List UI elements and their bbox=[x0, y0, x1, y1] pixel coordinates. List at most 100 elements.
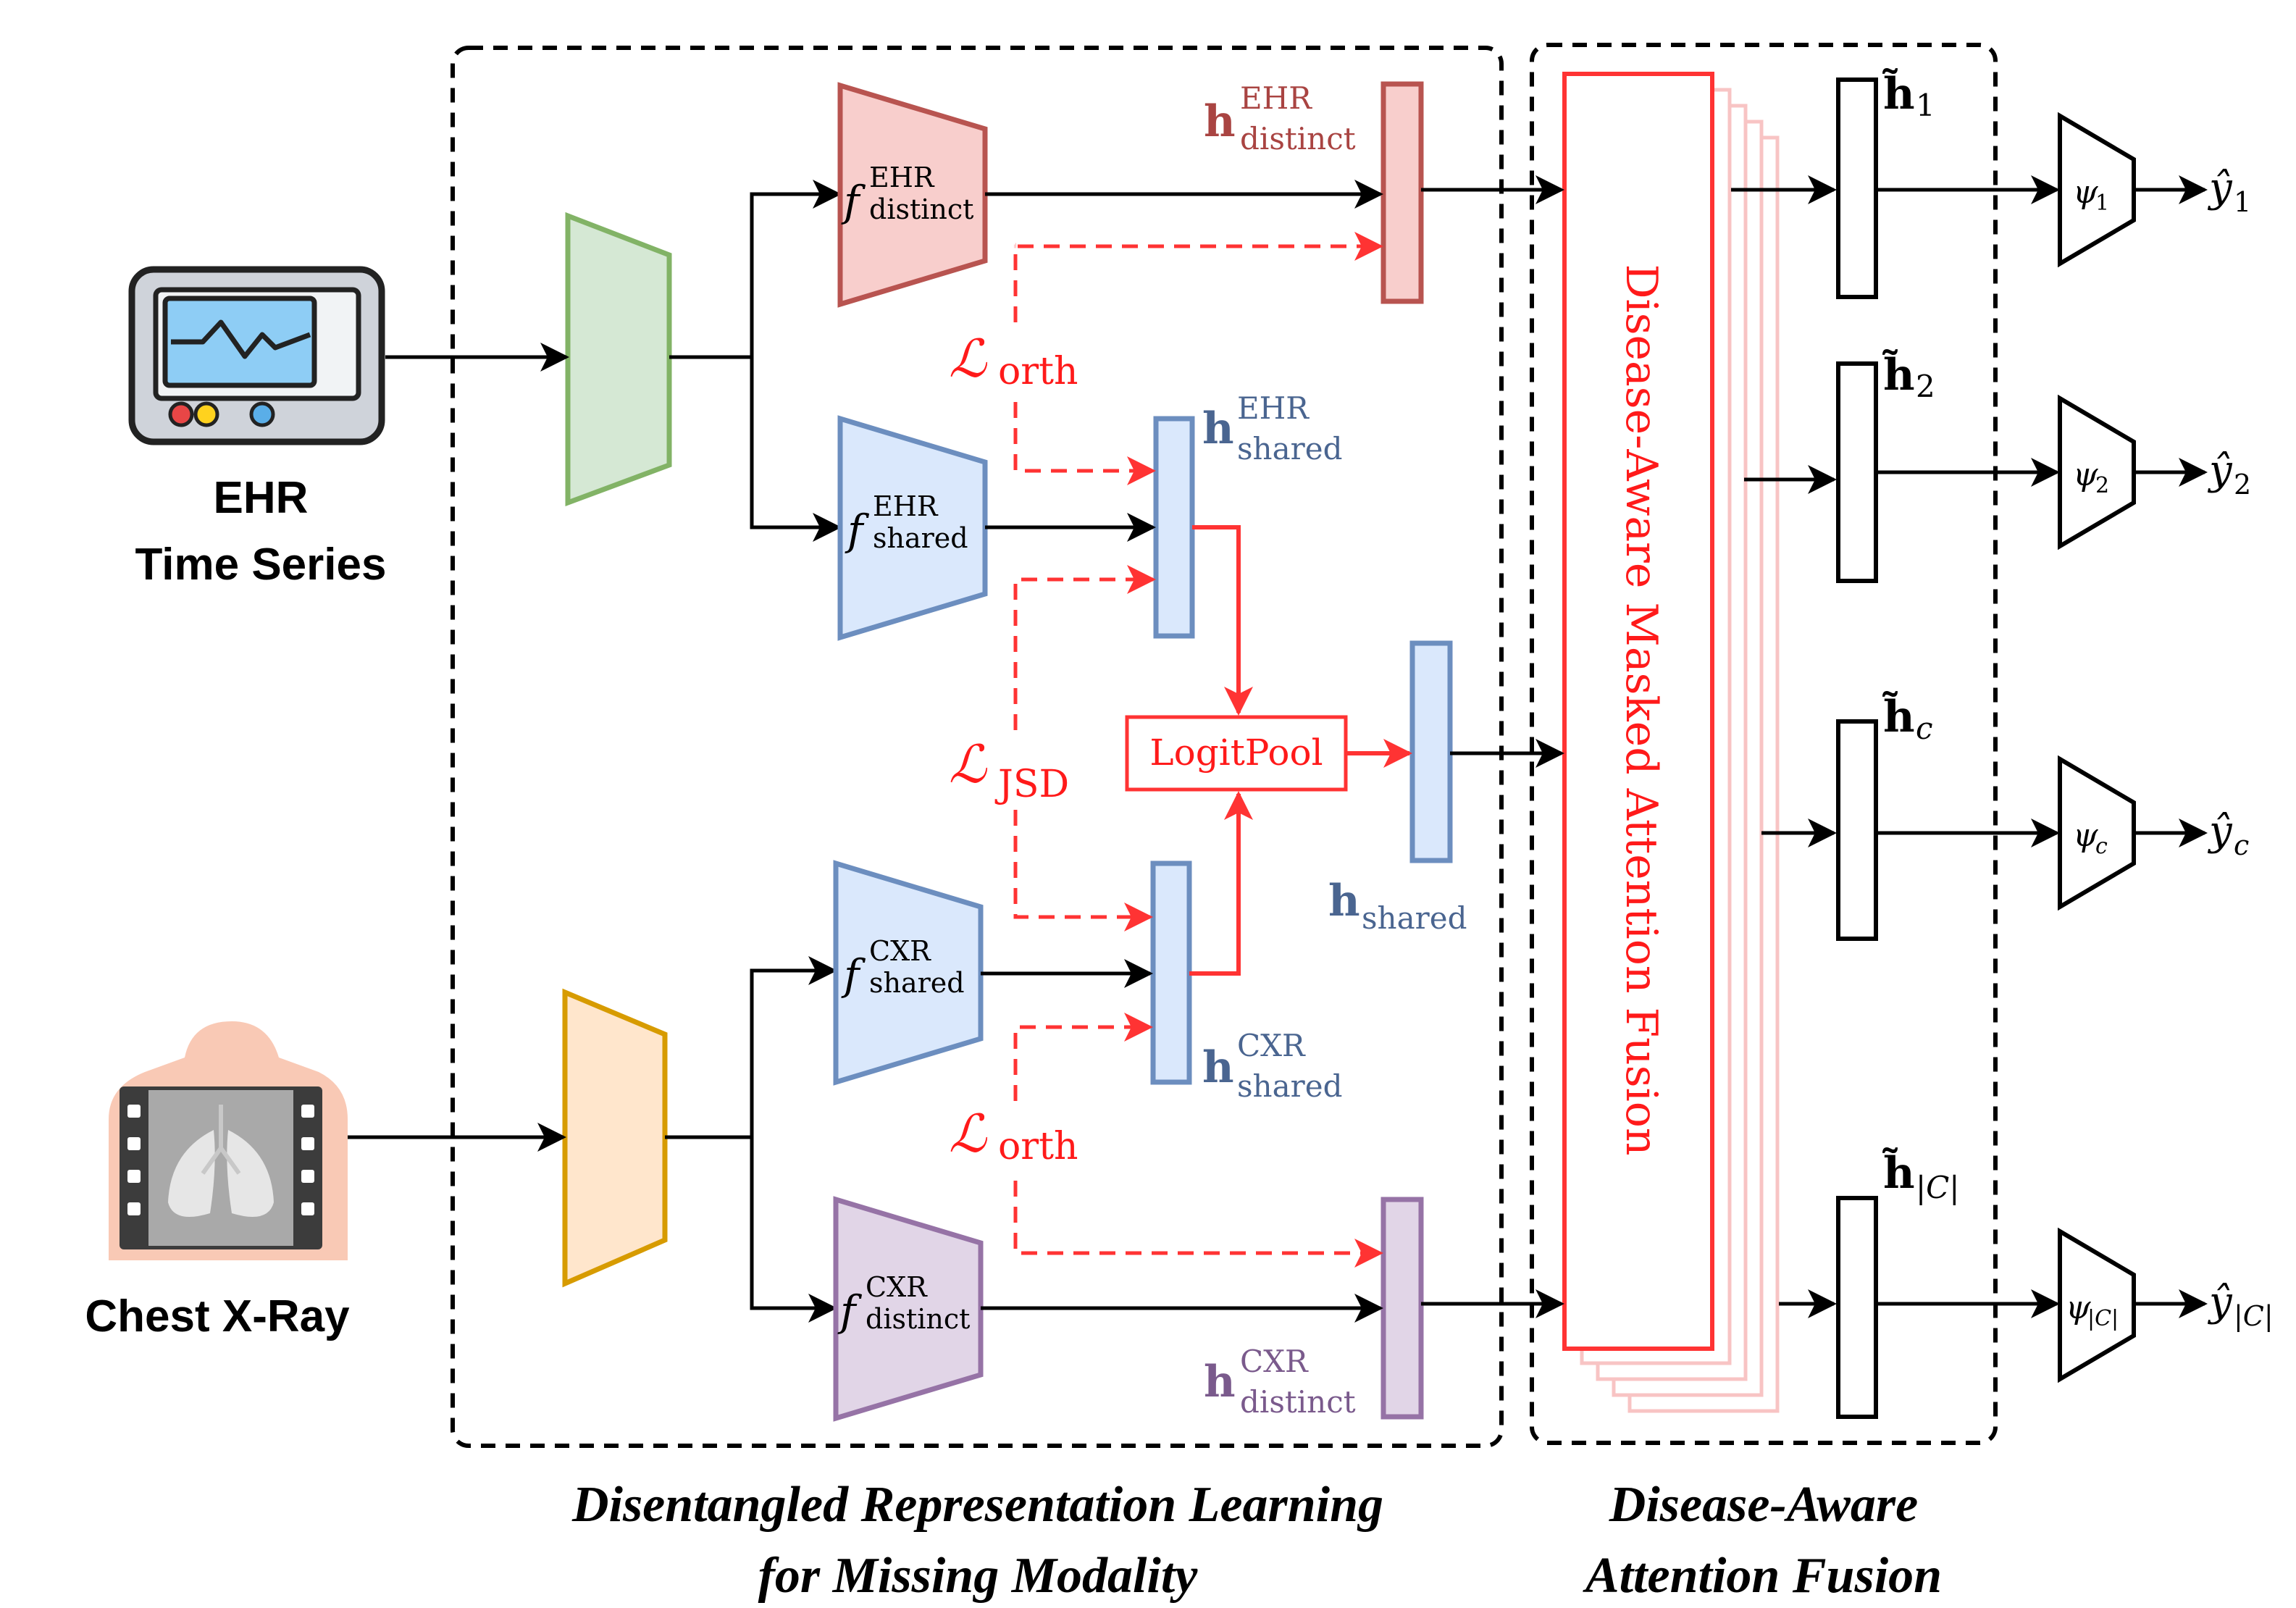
svg-text:distinct: distinct bbox=[1240, 1384, 1356, 1420]
svg-text:1: 1 bbox=[2234, 186, 2251, 218]
ehr-branch-line bbox=[669, 180, 842, 359]
h-tilde-c-label: h̃ c bbox=[1882, 691, 1932, 746]
svg-text:|C|: |C| bbox=[1916, 1170, 1959, 1205]
h-ehr-shared-vector bbox=[1153, 416, 1195, 639]
chest-xray-icon bbox=[109, 1021, 348, 1260]
cxr-encoder bbox=[562, 988, 668, 1288]
ehr-distinct-encoder bbox=[837, 82, 988, 308]
psi-C-label: ψ |C| bbox=[2066, 1289, 2119, 1331]
orth-loss-top-label: ℒ orth bbox=[949, 328, 1078, 393]
y-hat-2-label: ŷ 2 bbox=[2207, 447, 2251, 501]
svg-text:h̃: h̃ bbox=[1882, 68, 1914, 120]
cxr-distinct-encoder bbox=[833, 1196, 984, 1422]
svg-text:h: h bbox=[1202, 1042, 1234, 1093]
orth-top-dash-2 bbox=[1013, 402, 1156, 485]
svg-text:ℒ: ℒ bbox=[949, 328, 988, 389]
svg-text:h: h bbox=[1202, 403, 1234, 454]
orth-loss-bottom-label: ℒ orth bbox=[949, 1103, 1078, 1168]
h-tilde-C-label: h̃ |C| bbox=[1882, 1147, 1959, 1205]
svg-text:shared: shared bbox=[873, 522, 968, 554]
h-ehr-distinct-vector bbox=[1380, 81, 1424, 304]
svg-text:1: 1 bbox=[2095, 190, 2109, 216]
svg-text:c: c bbox=[2095, 834, 2108, 859]
svg-text:distinct: distinct bbox=[1240, 121, 1356, 156]
svg-text:2: 2 bbox=[2095, 473, 2109, 498]
caption-right-line-1: Disease-Aware bbox=[1609, 1477, 1918, 1533]
h-shared-vector bbox=[1409, 640, 1453, 863]
orth-loss-top-connector bbox=[1014, 245, 1015, 246]
h-tilde-C-vector bbox=[1836, 1196, 1878, 1419]
psi-1-classifier bbox=[2058, 112, 2136, 268]
ehr-branch-line-2 bbox=[750, 357, 842, 542]
y-hat-1-label: ŷ 1 bbox=[2207, 164, 2251, 218]
svg-text:2: 2 bbox=[1916, 369, 1935, 404]
svg-text:h: h bbox=[1328, 876, 1360, 926]
svg-text:h: h bbox=[1204, 1357, 1236, 1407]
svg-text:2: 2 bbox=[2234, 469, 2251, 501]
svg-text:CXR: CXR bbox=[866, 1271, 928, 1303]
caption-right-line-2: Attention Fusion bbox=[1583, 1548, 1942, 1604]
ehr-input-label: EHR bbox=[214, 473, 309, 523]
cxr-shared-to-pool bbox=[1189, 791, 1253, 976]
svg-text:EHR: EHR bbox=[1240, 80, 1312, 116]
svg-text:|C|: |C| bbox=[2087, 1306, 2119, 1331]
svg-text:CXR: CXR bbox=[869, 935, 931, 967]
svg-text:ŷ: ŷ bbox=[2207, 164, 2233, 212]
svg-text:c: c bbox=[1916, 711, 1933, 746]
ehr-input-label-2: Time Series bbox=[135, 540, 387, 590]
svg-text:ψ: ψ bbox=[2073, 817, 2098, 854]
ehr-encoder bbox=[565, 212, 672, 507]
svg-text:shared: shared bbox=[1237, 1068, 1342, 1104]
svg-text:shared: shared bbox=[1237, 431, 1342, 466]
svg-text:JSD: JSD bbox=[994, 763, 1069, 806]
jsd-dash-2 bbox=[1013, 810, 1153, 931]
svg-text:ψ: ψ bbox=[2066, 1289, 2091, 1326]
svg-text:distinct: distinct bbox=[869, 193, 973, 225]
ehr-shared-to-pool bbox=[1192, 525, 1253, 716]
svg-text:shared: shared bbox=[869, 967, 965, 999]
h-cxr-distinct-vector bbox=[1380, 1197, 1424, 1420]
cxr-shared-encoder-label: f CXR shared bbox=[841, 935, 965, 1000]
svg-text:h̃: h̃ bbox=[1882, 691, 1914, 742]
h-ehr-distinct-label: h EHR distinct bbox=[1204, 80, 1356, 156]
caption-left-line-2: for Missing Modality bbox=[758, 1548, 1199, 1604]
svg-text:orth: orth bbox=[998, 1125, 1078, 1168]
psi-1-label: ψ 1 bbox=[2073, 174, 2109, 216]
jsd-dash-1 bbox=[1013, 565, 1156, 730]
svg-text:distinct: distinct bbox=[866, 1303, 970, 1335]
h-tilde-2-label: h̃ 2 bbox=[1882, 349, 1935, 404]
orth-bottom-dash-1 bbox=[1013, 1013, 1153, 1101]
psi-2-label: ψ 2 bbox=[2073, 456, 2109, 498]
monitor-icon bbox=[128, 266, 385, 445]
svg-text:ψ: ψ bbox=[2073, 174, 2098, 211]
h-tilde-1-vector bbox=[1836, 78, 1878, 299]
svg-text:ŷ: ŷ bbox=[2207, 808, 2233, 855]
h-cxr-distinct-label: h CXR distinct bbox=[1204, 1344, 1356, 1420]
psi-c-classifier bbox=[2058, 755, 2136, 911]
h-cxr-shared-vector bbox=[1150, 860, 1192, 1085]
cxr-input-label: Chest X-Ray bbox=[85, 1291, 350, 1341]
svg-text:c: c bbox=[2234, 829, 2249, 861]
svg-text:ℒ: ℒ bbox=[949, 1103, 988, 1164]
svg-text:CXR: CXR bbox=[1237, 1028, 1306, 1063]
cxr-distinct-encoder-label: f CXR distinct bbox=[837, 1271, 970, 1336]
svg-text:EHR: EHR bbox=[1237, 390, 1310, 426]
cxr-branch-line bbox=[665, 956, 837, 1139]
svg-text:h̃: h̃ bbox=[1882, 1147, 1914, 1199]
caption-left-line-1: Disentangled Representation Learning bbox=[571, 1477, 1383, 1533]
svg-text:h̃: h̃ bbox=[1882, 349, 1914, 401]
y-hat-c-label: ŷ c bbox=[2207, 808, 2249, 861]
h-tilde-2-vector bbox=[1836, 361, 1878, 583]
h-tilde-1-label: h̃ 1 bbox=[1882, 68, 1935, 123]
svg-text:orth: orth bbox=[998, 350, 1078, 393]
group-disentangled bbox=[451, 46, 1504, 1448]
psi-2-classifier bbox=[2058, 394, 2136, 550]
y-hat-C-label: ŷ |C| bbox=[2207, 1278, 2274, 1332]
svg-text:ℒ: ℒ bbox=[949, 734, 988, 795]
svg-text:shared: shared bbox=[1362, 900, 1467, 936]
svg-text:h: h bbox=[1204, 96, 1236, 147]
psi-c-label: ψ c bbox=[2073, 817, 2108, 859]
svg-text:ŷ: ŷ bbox=[2207, 1278, 2233, 1326]
group-attention-fusion bbox=[1530, 43, 1998, 1445]
